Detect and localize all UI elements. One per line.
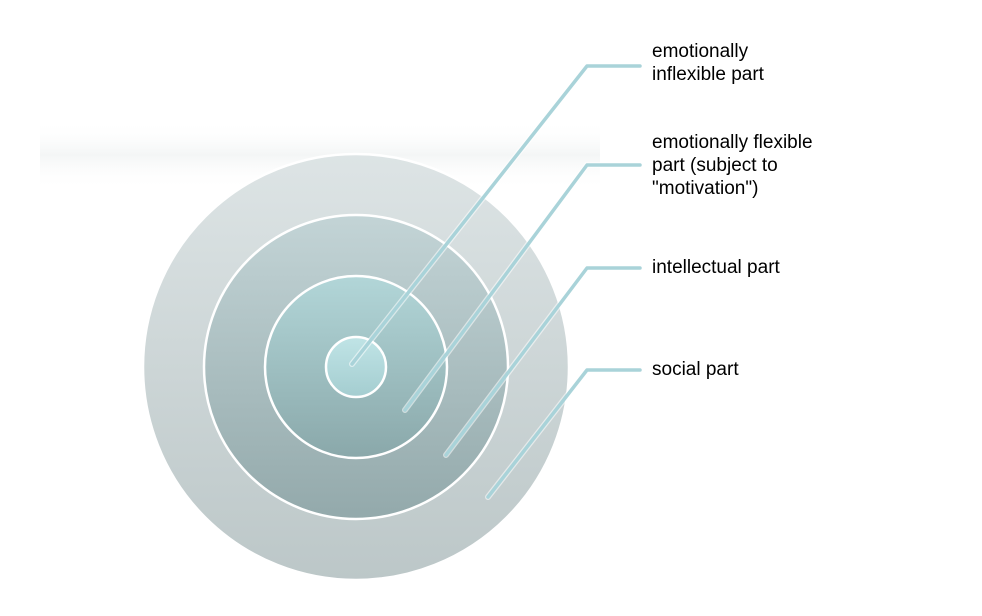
label-social-part: social part [652,359,739,380]
label-emotionally-inflexible-part: emotionally inflexible part [652,41,764,85]
layer-emotionally-inflexible [324,335,388,399]
leader-line-emotionally-flexible [403,163,642,412]
leader-line-social [486,368,642,499]
leader-line-emotionally-inflexible [350,64,642,366]
leader-line-intellectual [444,266,642,457]
label-intellectual-part: intellectual part [652,257,780,278]
label-emotionally-flexible-part: emotionally flexible part (subject to "m… [652,132,813,199]
